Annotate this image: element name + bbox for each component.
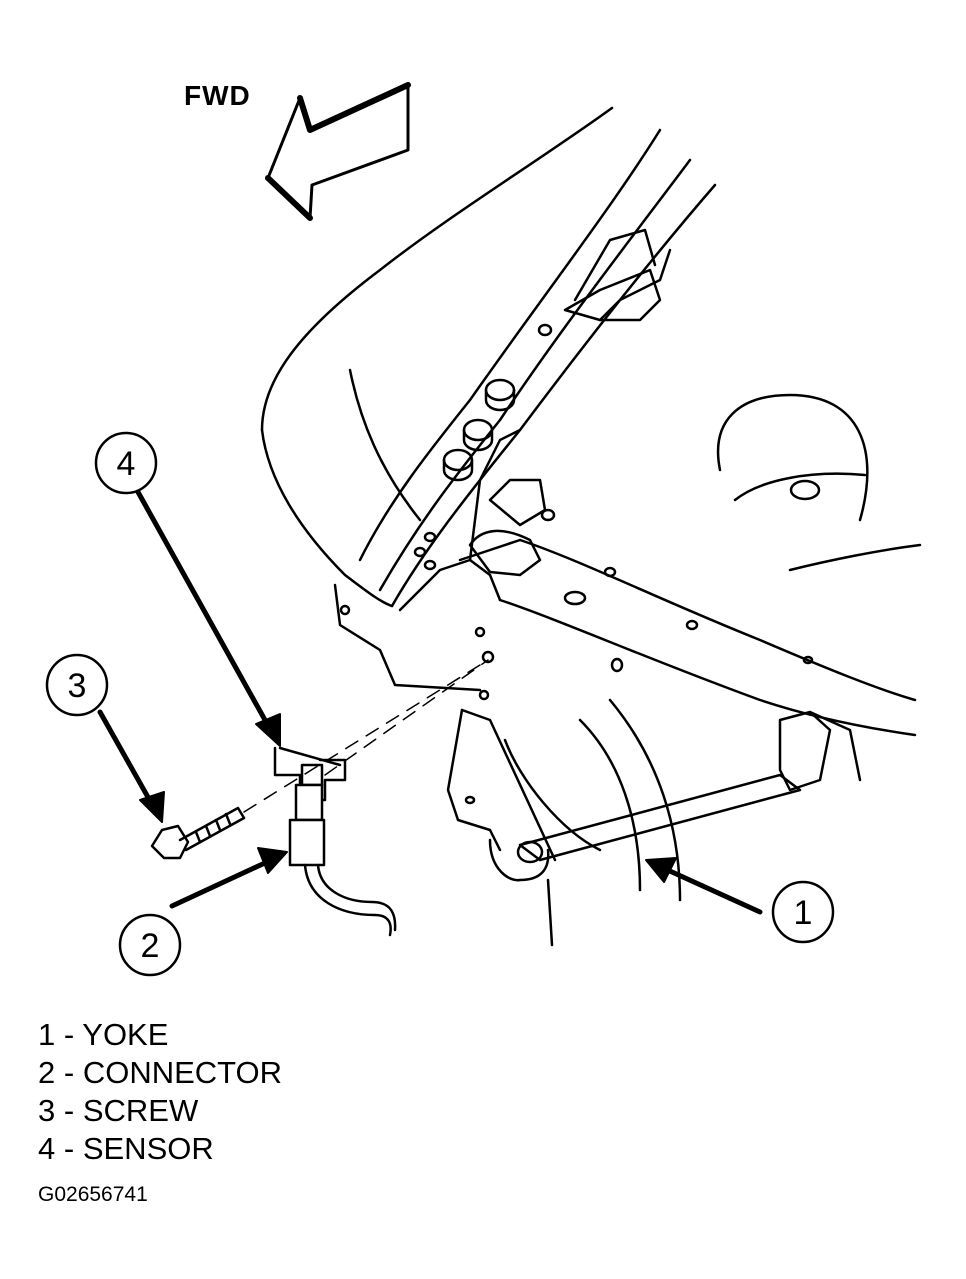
- screw: [150, 806, 246, 860]
- callout-circles: [45, 431, 835, 977]
- leader-lines: [97, 489, 763, 915]
- legend-separator: -: [63, 1017, 75, 1052]
- callout-1-arrowhead: [645, 857, 677, 883]
- legend-number: 1: [38, 1017, 56, 1052]
- figure-id: G02656741: [38, 1183, 148, 1206]
- callout-1-circle: [771, 880, 835, 944]
- legend-number: 3: [38, 1093, 56, 1128]
- callout-3-number: 3: [68, 667, 87, 705]
- rail-holes: [339, 323, 814, 701]
- legend-item-yoke: 1 - YOKE: [38, 1016, 282, 1054]
- legend-item-sensor: 4 - SENSOR: [38, 1130, 282, 1168]
- legend-part-name: SCREW: [82, 1093, 199, 1128]
- suspension-area: [578, 393, 922, 902]
- sensor: [273, 746, 347, 822]
- exploded-view-illustration: 1 2 3 4: [45, 82, 922, 977]
- legend-separator: -: [63, 1093, 75, 1128]
- legend-separator: -: [63, 1131, 75, 1166]
- legend-number: 4: [38, 1131, 56, 1166]
- callout-4-arrowhead: [255, 713, 281, 747]
- legend-item-screw: 3 - SCREW: [38, 1092, 282, 1130]
- legend-part-name: YOKE: [82, 1017, 169, 1052]
- frame-rail: [398, 228, 917, 737]
- callout-3-circle: [45, 653, 109, 717]
- parts-legend: 1 - YOKE 2 - CONNECTOR 3 - SCREW 4 - SEN…: [38, 1016, 282, 1168]
- assembly-lines: [243, 659, 489, 813]
- callout-1-number: 1: [794, 894, 813, 932]
- forward-arrow-icon: [265, 82, 411, 221]
- yoke: [516, 710, 862, 864]
- legend-item-connector: 2 - CONNECTOR: [38, 1054, 282, 1092]
- callout-2-number: 2: [141, 927, 160, 965]
- legend-number: 2: [38, 1055, 56, 1090]
- sensor-bracket: [333, 583, 602, 947]
- legend-part-name: CONNECTOR: [82, 1055, 283, 1090]
- mount-bolts: [442, 378, 516, 482]
- legend-part-name: SENSOR: [82, 1131, 214, 1166]
- callout-4-circle: [94, 431, 158, 495]
- callout-3-arrowhead: [139, 791, 165, 823]
- connector: [288, 818, 397, 937]
- callout-2-arrowhead: [257, 847, 288, 874]
- legend-separator: -: [63, 1055, 75, 1090]
- callout-2-circle: [118, 913, 182, 977]
- fwd-direction-label: FWD: [184, 80, 251, 111]
- callout-4-number: 4: [117, 445, 136, 483]
- callout-4-leader: [135, 489, 278, 741]
